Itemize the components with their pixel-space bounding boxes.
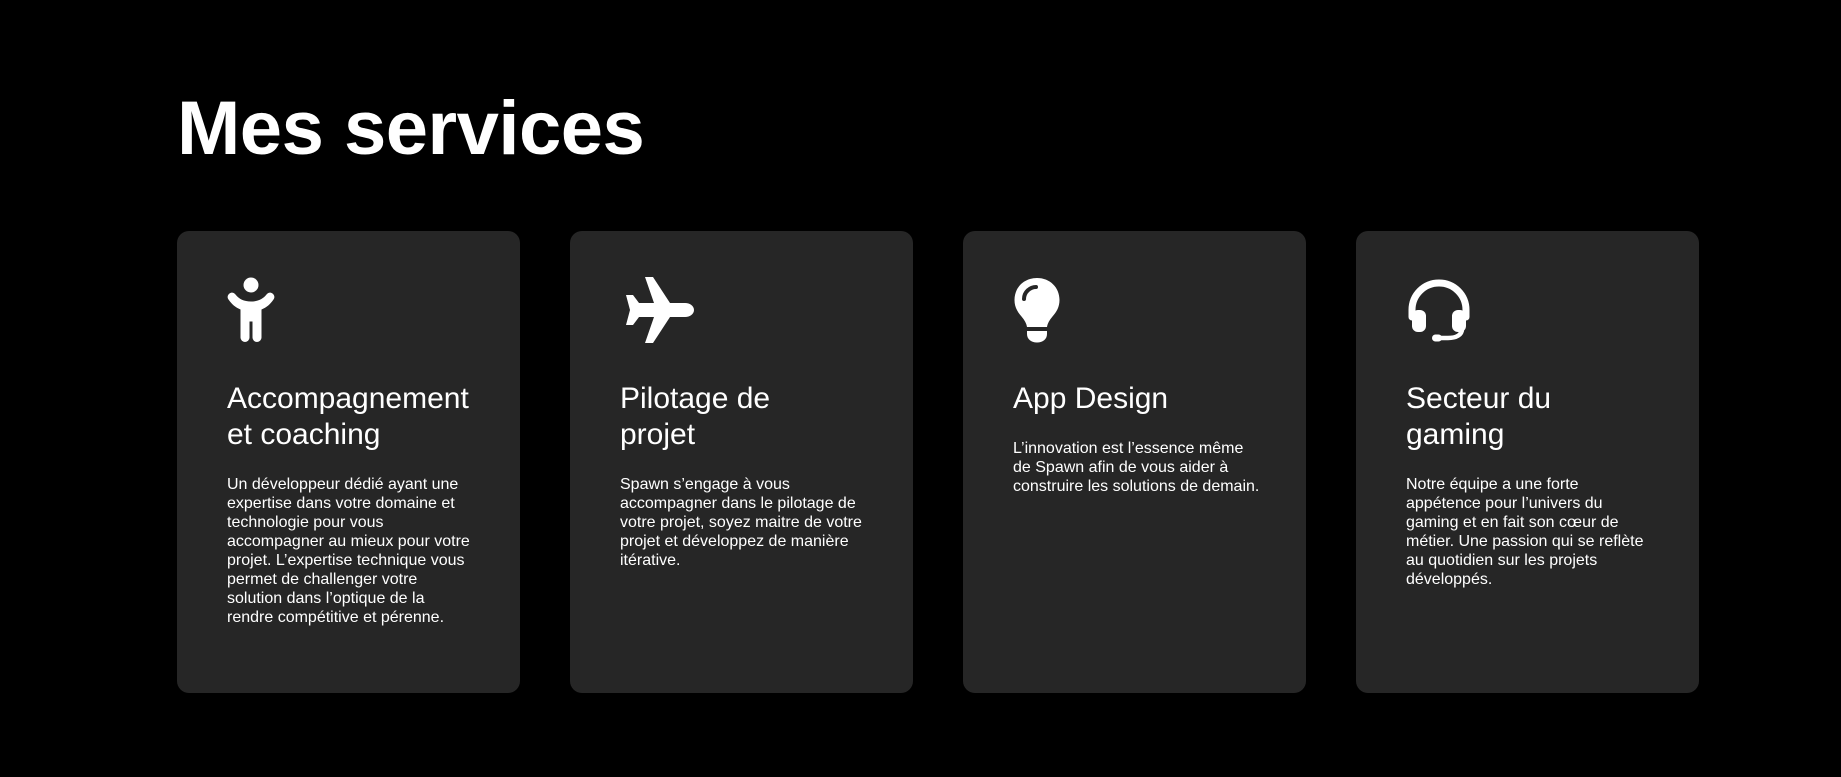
page-title: Mes services bbox=[177, 86, 645, 171]
lightbulb-icon bbox=[1013, 277, 1266, 345]
service-card-app-design: App Design L’innovation est l’essence mê… bbox=[963, 231, 1306, 693]
service-title: Secteur du gaming bbox=[1406, 382, 1552, 451]
service-title: Accompagnement et coaching bbox=[227, 382, 469, 451]
service-title: Pilotage de projet bbox=[620, 382, 771, 451]
service-card-gaming: Secteur du gaming Notre équipe a une for… bbox=[1356, 231, 1699, 693]
service-card-coaching: Accompagnement et coaching Un développeu… bbox=[177, 231, 520, 693]
child-icon bbox=[227, 277, 480, 345]
service-description: Spawn s’engage à vous accompagner dans l… bbox=[620, 476, 862, 569]
service-description: Un développeur dédié ayant une expertise… bbox=[227, 476, 470, 626]
plane-icon bbox=[620, 277, 873, 345]
service-card-project-management: Pilotage de projet Spawn s’engage à vous… bbox=[570, 231, 913, 693]
services-section: Mes services Accompagnement et coaching … bbox=[177, 0, 1699, 777]
service-description: L’innovation est l’essence même de Spawn… bbox=[1013, 440, 1260, 495]
service-title: App Design bbox=[1013, 382, 1169, 415]
service-description: Notre équipe a une forte appétence pour … bbox=[1406, 476, 1644, 588]
services-list: Accompagnement et coaching Un développeu… bbox=[177, 231, 1699, 693]
headset-icon bbox=[1406, 277, 1659, 345]
